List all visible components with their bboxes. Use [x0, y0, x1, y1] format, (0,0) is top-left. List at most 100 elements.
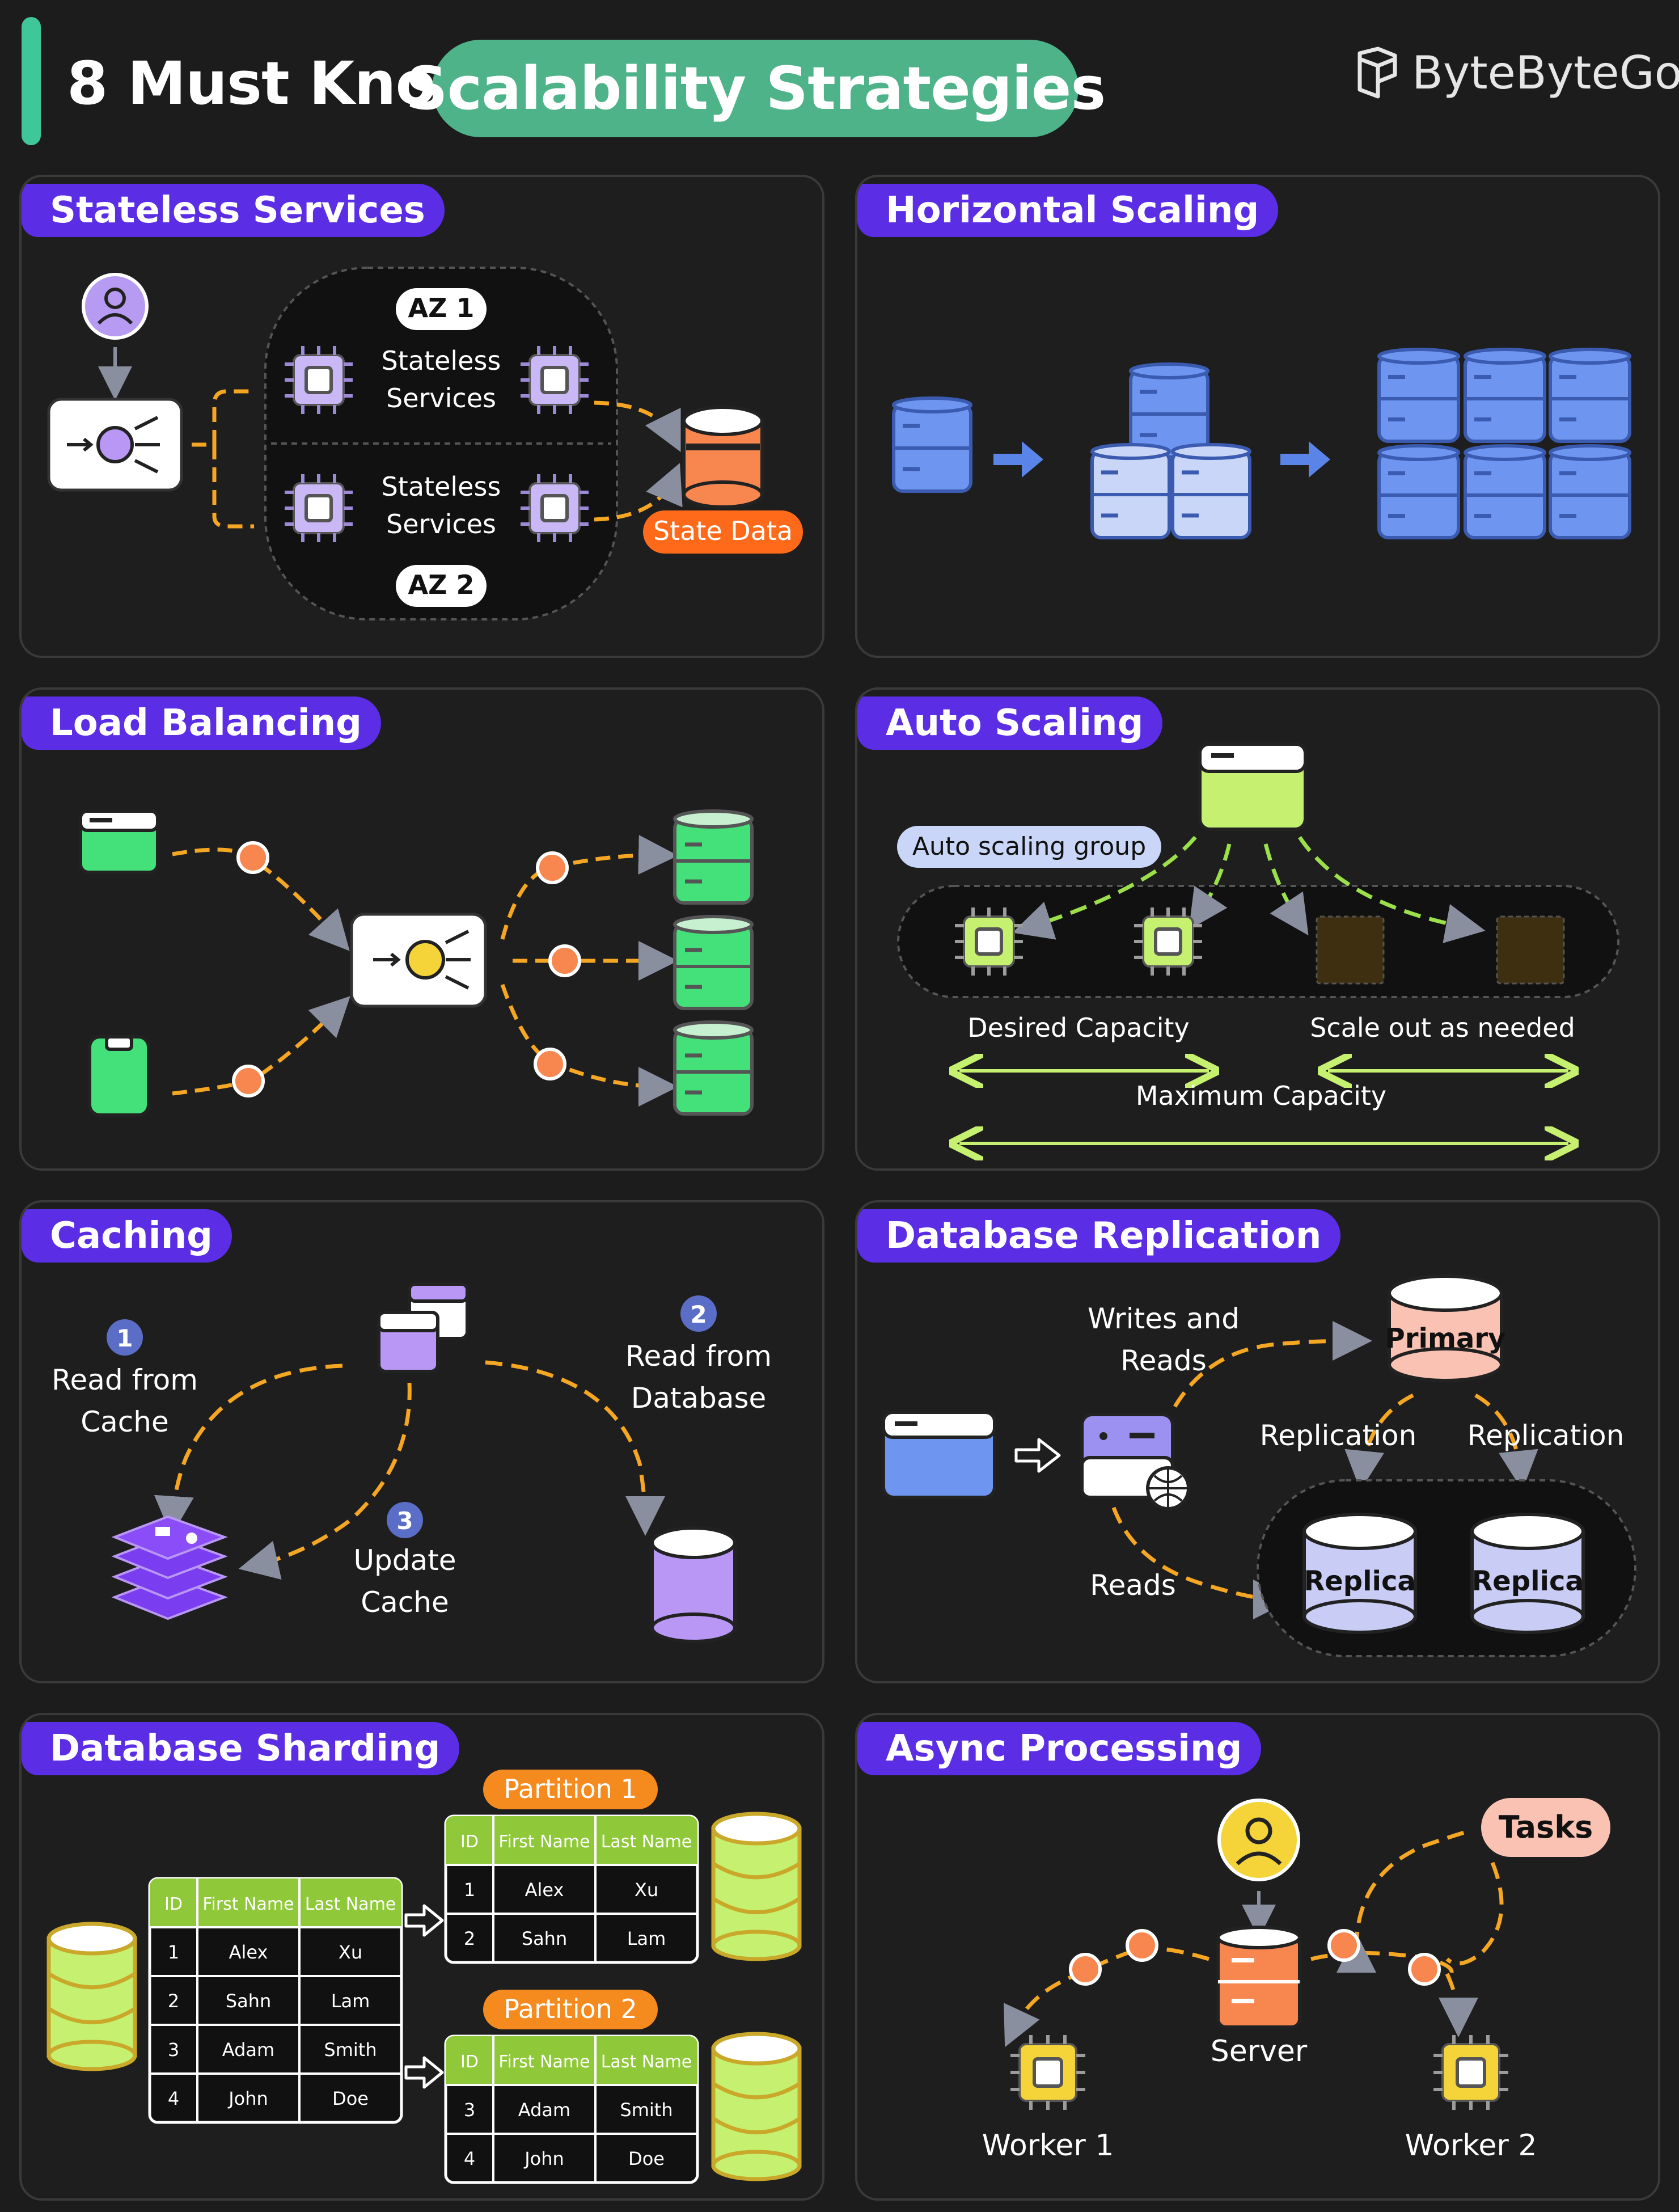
database-icon	[650, 1526, 737, 1643]
panel-database-replication: Writes and Reads Reads Primary Replicati…	[855, 1200, 1660, 1683]
server-icon	[1216, 1926, 1301, 2029]
lb-to-server1-flow	[500, 835, 678, 940]
tasks-badge: Tasks	[1481, 1798, 1610, 1857]
az1-to-state-flow	[594, 400, 681, 453]
load-balancing-diagram	[79, 809, 754, 1117]
server-icon	[1464, 348, 1546, 443]
web-client-icon	[79, 809, 159, 874]
read-db-flow	[485, 1360, 665, 1536]
scale-flow	[1189, 843, 1232, 930]
service-az2-line1: Stateless	[382, 471, 501, 502]
client-window-icon	[882, 1411, 996, 1499]
replica-database-icon: Replica	[1470, 1513, 1585, 1634]
service-az1-line1: Stateless	[382, 345, 501, 376]
state-data-badge: State Data	[643, 510, 803, 554]
partition-2-database-icon	[711, 2032, 802, 2181]
partition-2-badge: Partition 2	[483, 1990, 658, 2029]
service-az1-line2: Services	[386, 383, 496, 413]
svg-text:Auto scaling group: Auto scaling group	[912, 832, 1146, 861]
svg-text:Partition 2: Partition 2	[504, 1994, 637, 2024]
bytebytego-logo-icon	[1357, 47, 1397, 99]
step-1-line2: Cache	[81, 1405, 169, 1438]
table-cell: 3	[168, 2039, 179, 2061]
svg-text:2: 2	[690, 1301, 707, 1328]
request-dot	[548, 944, 581, 977]
source-database-icon	[46, 1922, 137, 2071]
svg-text:Tasks: Tasks	[1499, 1809, 1593, 1845]
chip-icon	[285, 474, 353, 542]
replication-diagram: Writes and Reads Reads Primary Replicati…	[882, 1274, 1636, 1657]
panel-async-processing: Server Tasks Worker 1 Worker 2 Async Pro…	[855, 1713, 1660, 2201]
panel-title-load-balancing: Load Balancing	[22, 696, 381, 750]
panel-stateless-services: AZ 1 AZ 2 Stateless Services Stateless S…	[19, 175, 824, 658]
server-icon	[1090, 443, 1171, 539]
redis-cache-icon	[111, 1515, 228, 1620]
step-1-line1: Read from	[52, 1363, 198, 1396]
server-icon	[673, 1020, 754, 1116]
availability-zones-container	[264, 267, 618, 620]
application-windows-icon	[377, 1282, 469, 1373]
table-cell: 1	[464, 1879, 475, 1901]
svg-text:Replica: Replica	[1304, 1565, 1416, 1597]
tasks-to-worker2-flow	[1445, 1861, 1504, 1966]
svg-text:AZ 2: AZ 2	[408, 569, 475, 600]
table-cell: 4	[168, 2088, 179, 2109]
scale-flow	[1012, 835, 1197, 940]
table-cell: Doe	[628, 2148, 665, 2169]
app-server-icon	[1080, 1413, 1190, 1510]
panel-title-stateless: Stateless Services	[22, 184, 445, 237]
az2-badge: AZ 2	[396, 565, 487, 607]
worker-2-label: Worker 2	[1405, 2129, 1537, 2163]
table-cell: Smith	[324, 2039, 377, 2061]
table-cell: John	[227, 2088, 268, 2109]
chip-icon	[285, 346, 353, 414]
server-icon	[1464, 444, 1546, 539]
horizontal-diagram	[892, 348, 1631, 539]
server-to-worker2-flow	[1310, 1951, 1454, 1973]
partition-1-database-icon	[711, 1812, 802, 1961]
replication-flow-right	[1474, 1393, 1538, 1491]
table-cell: John	[523, 2148, 564, 2169]
arrow-right-icon	[993, 441, 1043, 478]
scale-flow	[1298, 836, 1486, 943]
brand-name: ByteByteGo	[1412, 46, 1679, 99]
table-header-cell: Last Name	[305, 1894, 396, 1914]
arrow-right-icon	[404, 2056, 444, 2089]
user-icon	[1217, 1799, 1300, 1881]
table-cell: Doe	[332, 2088, 369, 2109]
table-header-cell: ID	[460, 2052, 479, 2072]
caching-diagram: 1 Read from Cache 2 Read from Database 3…	[52, 1282, 772, 1643]
table-cell: 4	[464, 2148, 475, 2169]
load-balancer-icon	[47, 398, 183, 492]
panel-horizontal-scaling: Horizontal Scaling	[855, 175, 1660, 658]
svg-text:Primary: Primary	[1385, 1323, 1506, 1354]
worker-2-chip-icon	[1433, 2035, 1508, 2110]
step-2-line1: Read from	[625, 1340, 772, 1373]
scaling-group-container	[897, 885, 1619, 998]
worker-1-label: Worker 1	[982, 2129, 1114, 2163]
lb-to-az1-flow	[192, 389, 254, 447]
server-icon	[1549, 444, 1631, 539]
server-icon	[1171, 443, 1251, 539]
server-icon	[1377, 444, 1460, 539]
table-header-cell: First Name	[202, 1894, 294, 1914]
lb-to-az2-flow	[192, 442, 254, 529]
step-3-line2: Cache	[361, 1586, 449, 1619]
request-dot	[534, 1048, 566, 1080]
step-2-line2: Database	[631, 1382, 767, 1415]
write-flow	[1173, 1321, 1372, 1408]
writes-reads-line2: Reads	[1120, 1344, 1207, 1377]
stateless-diagram: AZ 1 AZ 2 Stateless Services Stateless S…	[47, 267, 803, 620]
step-3-line1: Update	[353, 1544, 456, 1577]
partition-1-badge: Partition 1	[483, 1770, 658, 1809]
step-2-badge	[680, 1295, 717, 1332]
az2-to-state-flow	[594, 463, 683, 522]
scale-out-label: Scale out as needed	[1310, 1012, 1575, 1043]
task-dot	[1126, 1929, 1158, 1962]
svg-text:3: 3	[396, 1507, 413, 1535]
user-icon	[82, 273, 149, 340]
replica-database-icon: Replica	[1302, 1513, 1417, 1634]
replication-label-right: Replication	[1467, 1419, 1625, 1452]
server-label: Server	[1211, 2034, 1308, 2069]
